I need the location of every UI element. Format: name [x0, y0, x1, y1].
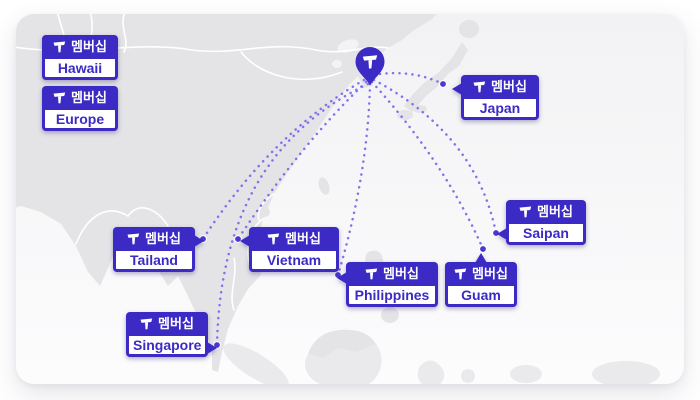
t-logo-icon [267, 233, 280, 245]
t-logo-icon [473, 81, 486, 93]
badge-pointer [194, 235, 204, 247]
t-logo-icon [53, 41, 66, 53]
route-guam [370, 80, 485, 251]
t-logo-icon [519, 206, 532, 218]
badge-brand-row: 멤버십 [42, 35, 118, 56]
brand-label: 멤버십 [383, 266, 419, 281]
brand-label: 멤버십 [491, 79, 527, 94]
badge-tailand: 멤버십 Tailand [113, 227, 204, 272]
brand-label: 멤버십 [472, 266, 508, 281]
route-tailand [201, 78, 366, 241]
badge-location-label: Tailand [113, 248, 195, 272]
t-logo-icon [53, 92, 66, 104]
badge-guam: 멤버십 Guam [445, 253, 517, 307]
badge-pointer [497, 228, 507, 240]
badge-location-label: Japan [461, 96, 539, 120]
badge-location-label: Vietnam [249, 248, 339, 272]
island-japan [404, 42, 468, 112]
t-logo-icon [140, 318, 153, 330]
badge-brand-row: 멤버십 [346, 262, 438, 283]
badge-location-label: Saipan [506, 221, 586, 245]
origin-pin-korea [355, 47, 385, 85]
badge-location-label: Hawaii [42, 56, 118, 80]
badge-pointer [240, 235, 250, 247]
brand-label: 멤버십 [71, 39, 107, 54]
route-philippines [336, 82, 372, 277]
badge-brand-row: 멤버십 [249, 227, 339, 248]
dot-japan [439, 80, 447, 88]
badge-japan: 멤버십 Japan [452, 75, 539, 120]
brand-label: 멤버십 [71, 90, 107, 105]
badge-brand-row: 멤버십 [461, 75, 539, 96]
islands [223, 20, 660, 384]
t-logo-icon [365, 268, 378, 280]
route-saipan [372, 78, 498, 235]
badge-brand-row: 멤버십 [126, 312, 208, 333]
badge-pointer [452, 83, 462, 95]
badge-brand-row: 멤버십 [42, 86, 118, 107]
brand-label: 멤버십 [145, 231, 181, 246]
badge-location-label: Guam [445, 283, 517, 307]
badge-brand-row: 멤버십 [113, 227, 195, 248]
brand-label: 멤버십 [158, 316, 194, 331]
brand-label: 멤버십 [537, 204, 573, 219]
route-lines [201, 71, 498, 347]
badge-pointer [337, 272, 347, 284]
badge-brand-row: 멤버십 [445, 262, 517, 283]
badge-europe: 멤버십 Europe [42, 86, 118, 131]
t-logo-icon [127, 233, 140, 245]
badge-hawaii: 멤버십 Hawaii [42, 35, 118, 80]
badge-vietnam: 멤버십 Vietnam [240, 227, 339, 272]
badge-location-label: Philippines [346, 283, 438, 307]
badge-pointer [475, 253, 487, 263]
badge-location-label: Singapore [126, 333, 208, 357]
badge-singapore: 멤버십 Singapore [126, 312, 217, 357]
badge-philippines: 멤버십 Philippines [337, 262, 438, 307]
route-vietnam [236, 80, 368, 241]
dot-guam [479, 245, 487, 253]
brand-label: 멤버십 [285, 231, 321, 246]
t-logo-icon [362, 55, 378, 69]
badge-pointer [207, 342, 217, 354]
route-japan [378, 71, 445, 86]
badge-location-label: Europe [42, 107, 118, 131]
badge-saipan: 멤버십 Saipan [497, 200, 586, 245]
t-logo-icon [454, 268, 467, 280]
map-card: 멤버십 Hawaii 멤버십 Europe 멤버십 Japan [16, 14, 684, 384]
badge-brand-row: 멤버십 [506, 200, 586, 221]
